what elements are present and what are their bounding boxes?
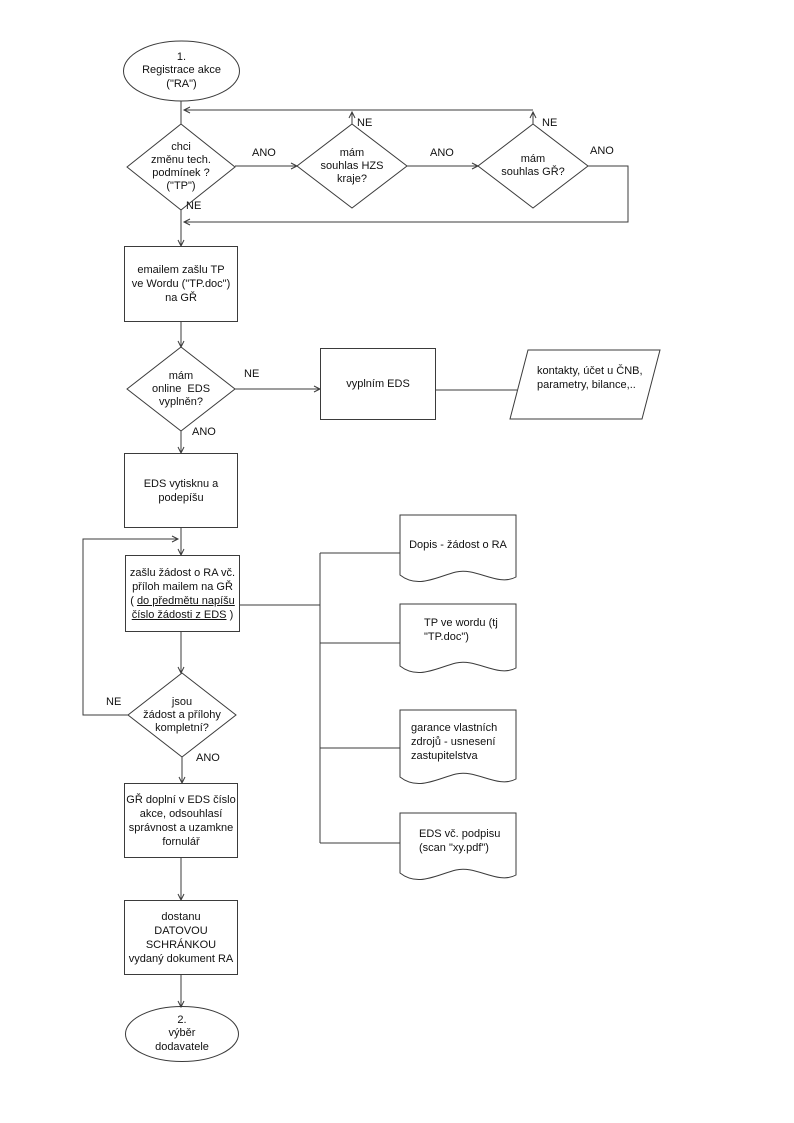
arrow-return-top-left bbox=[182, 106, 191, 114]
end-terminator: 2. výběr dodavatele bbox=[155, 1013, 209, 1053]
label-eds-ne: NE bbox=[244, 368, 260, 380]
decision-eds: mám online EDS vyplněn? bbox=[151, 369, 211, 408]
arrow-complete-ne-loop bbox=[171, 535, 180, 543]
process-receive-ra: dostanu DATOVOU SCHRÁNKOU vydaný dokumen… bbox=[124, 900, 238, 975]
arrow-into-gr bbox=[471, 162, 480, 170]
process-print-eds: EDS vytisknu a podepíšu bbox=[124, 453, 238, 528]
start-terminator: 1. Registrace akce ("RA") bbox=[142, 50, 221, 90]
label-eds-ano: ANO bbox=[192, 426, 216, 438]
document-guarantee: garance vlastních zdrojů - usnesení zast… bbox=[411, 722, 498, 762]
document-tp-word-shape bbox=[399, 603, 517, 674]
arrow-into-complete bbox=[177, 666, 185, 675]
decision-hzs-shape bbox=[296, 123, 408, 209]
decision-tp: chci změnu tech. podmínek ? ("TP") bbox=[151, 141, 211, 192]
label-complete-ano: ANO bbox=[196, 752, 220, 764]
decision-complete: jsou žádost a přílohy kompletní? bbox=[143, 695, 221, 734]
arrow-hzs-ne-up bbox=[348, 110, 356, 119]
process-email-tp: emailem zašlu TP ve Wordu ("TP.doc") na … bbox=[124, 246, 238, 322]
arrow-gr-ano-loop bbox=[182, 218, 191, 226]
arrow-into-end bbox=[177, 1000, 185, 1009]
decision-gr-shape bbox=[477, 123, 589, 209]
document-guarantee-shape bbox=[399, 709, 517, 785]
document-eds-scan-shape bbox=[399, 812, 517, 881]
document-letter: Dopis - žádost o RA bbox=[409, 539, 507, 551]
eds-data-parallelogram-shape bbox=[509, 349, 661, 420]
decision-gr: mám souhlas GŘ? bbox=[501, 153, 565, 178]
eds-data-parallelogram: kontakty, účet u ČNB, parametry, bilance… bbox=[537, 365, 643, 391]
edge-complete-ne-loop bbox=[82, 538, 178, 716]
arrow-gr-ne-up bbox=[529, 110, 537, 119]
process-gr-confirm: GŘ doplní v EDS číslo akce, odsouhlasí s… bbox=[124, 783, 238, 858]
document-letter-shape bbox=[399, 514, 517, 583]
label-gr-ne: NE bbox=[542, 117, 558, 129]
arrow-into-decide-eds bbox=[177, 340, 185, 349]
edge-gr-ano-loop bbox=[184, 165, 629, 223]
label-complete-ne: NE bbox=[106, 696, 122, 708]
label-hzs-ano: ANO bbox=[430, 147, 454, 159]
label-tp-ne: NE bbox=[186, 200, 202, 212]
label-hzs-ne: NE bbox=[357, 117, 373, 129]
end-terminator-shape bbox=[125, 1006, 239, 1062]
document-eds-scan: EDS vč. podpisu (scan "xy.pdf") bbox=[419, 828, 501, 854]
label-gr-ano: ANO bbox=[590, 145, 614, 157]
process-fill-eds: vyplním EDS bbox=[320, 348, 436, 420]
process-send-request: zašlu žádost o RA vč. příloh mailem na G… bbox=[125, 555, 240, 632]
label-tp-ano: ANO bbox=[252, 147, 276, 159]
document-tp-word: TP ve wordu (tj "TP.doc") bbox=[424, 617, 498, 643]
arrow-into-hzs bbox=[290, 162, 299, 170]
decision-hzs: mám souhlas HZS kraje? bbox=[320, 146, 384, 185]
